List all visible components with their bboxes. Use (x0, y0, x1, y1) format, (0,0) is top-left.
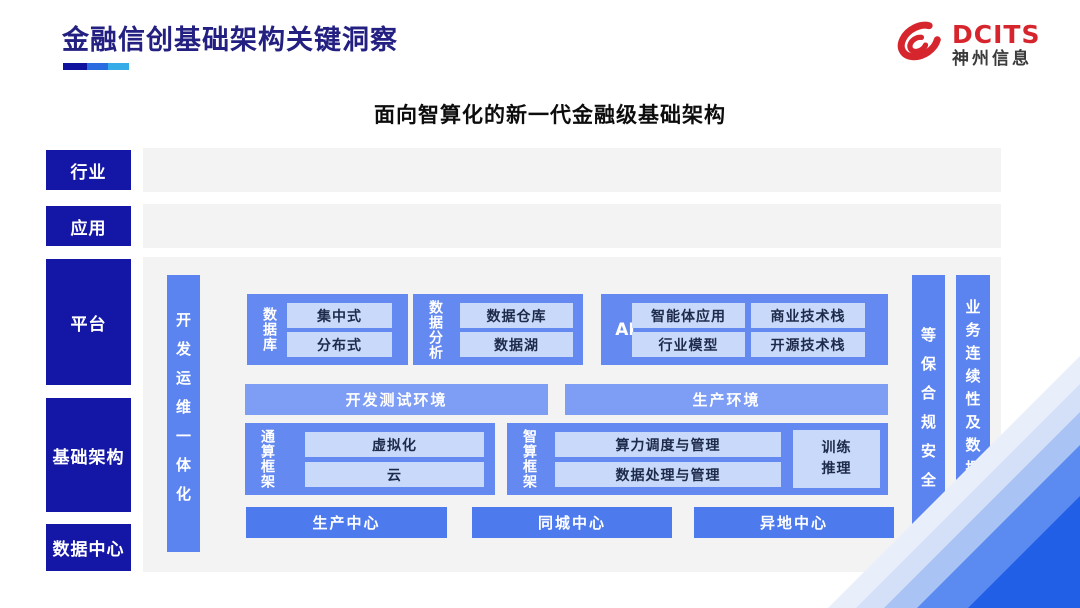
security-compliance-bar: 等保合规安全 (912, 275, 945, 552)
analytics-section-label: 数据分析 (427, 299, 443, 360)
analytics-section-label-wrap: 数据分析 (413, 294, 457, 365)
analytics-warehouse-box: 数据仓库 (460, 303, 573, 328)
intelligent-compute-section: 智算框架 算力调度与管理 数据处理与管理 训练 推理 (507, 423, 888, 495)
business-continuity-label: 业务连续性及数据保护 (963, 298, 982, 529)
database-section-label: 数据库 (261, 307, 277, 352)
samecity-center-box: 同城中心 (472, 507, 672, 538)
ai-commercial-stack-box: 商业技术栈 (751, 303, 865, 328)
sidebar-item-platform: 平台 (46, 259, 131, 385)
dcits-swirl-icon (897, 21, 941, 61)
data-processing-box: 数据处理与管理 (555, 462, 781, 487)
diagram-title: 面向智算化的新一代金融级基础架构 (374, 103, 726, 127)
intelligent-compute-label: 智算框架 (521, 429, 537, 489)
cloud-box: 云 (305, 462, 484, 487)
devops-bar: 开发运维一体化 (167, 275, 200, 552)
database-section-label-wrap: 数据库 (247, 294, 291, 365)
logo-company: 神州信息 (952, 49, 1032, 69)
devops-bar-label: 开发运维一体化 (174, 312, 192, 515)
title-underline (63, 63, 129, 70)
dev-test-env-bar: 开发测试环境 (245, 384, 548, 415)
general-compute-label: 通算框架 (259, 429, 275, 489)
general-compute-section: 通算框架 虚拟化 云 (245, 423, 495, 495)
database-section: 数据库 集中式 分布式 (247, 294, 408, 365)
sidebar-item-datacenter: 数据中心 (46, 524, 131, 571)
analytics-lake-box: 数据湖 (460, 332, 573, 357)
security-compliance-label: 等保合规安全 (919, 326, 937, 501)
intelligent-compute-label-wrap: 智算框架 (507, 423, 551, 495)
production-env-bar: 生产环境 (565, 384, 888, 415)
underline-segment-dark (63, 63, 87, 70)
ai-opensource-stack-box: 开源技术栈 (751, 332, 865, 357)
training-inference-box: 训练 推理 (793, 430, 880, 488)
remote-center-box: 异地中心 (694, 507, 894, 538)
application-row: 核心 信贷 渠道 OA (143, 204, 1001, 445)
database-distributed-box: 分布式 (287, 332, 392, 357)
sidebar-item-application: 应用 (46, 206, 131, 246)
ai-industry-model-box: 行业模型 (632, 332, 745, 357)
ai-section-label: AI (615, 319, 635, 340)
page-title: 金融信创基础架构关键洞察 (62, 25, 398, 56)
dcits-logo: DCITS 神州信息 (889, 16, 1040, 74)
production-center-box: 生产中心 (246, 507, 447, 538)
underline-segment-light (108, 63, 129, 70)
general-compute-label-wrap: 通算框架 (245, 423, 289, 495)
business-continuity-bar: 业务连续性及数据保护 (956, 275, 990, 552)
analytics-section: 数据分析 数据仓库 数据湖 (413, 294, 583, 365)
industry-row: 银行 保险 证券基金 (143, 148, 1001, 333)
logo-brand: DCITS (952, 20, 1041, 49)
sidebar-item-infrastructure: 基础架构 (46, 398, 131, 512)
ai-agent-app-box: 智能体应用 (632, 303, 745, 328)
logo-text: DCITS 神州信息 (952, 22, 1040, 68)
compute-scheduling-box: 算力调度与管理 (555, 432, 781, 457)
virtualization-box: 虚拟化 (305, 432, 484, 457)
database-centralized-box: 集中式 (287, 303, 392, 328)
ai-section: AI 智能体应用 商业技术栈 行业模型 开源技术栈 (601, 294, 888, 365)
underline-segment-mid (87, 63, 108, 70)
sidebar-item-industry: 行业 (46, 150, 131, 190)
